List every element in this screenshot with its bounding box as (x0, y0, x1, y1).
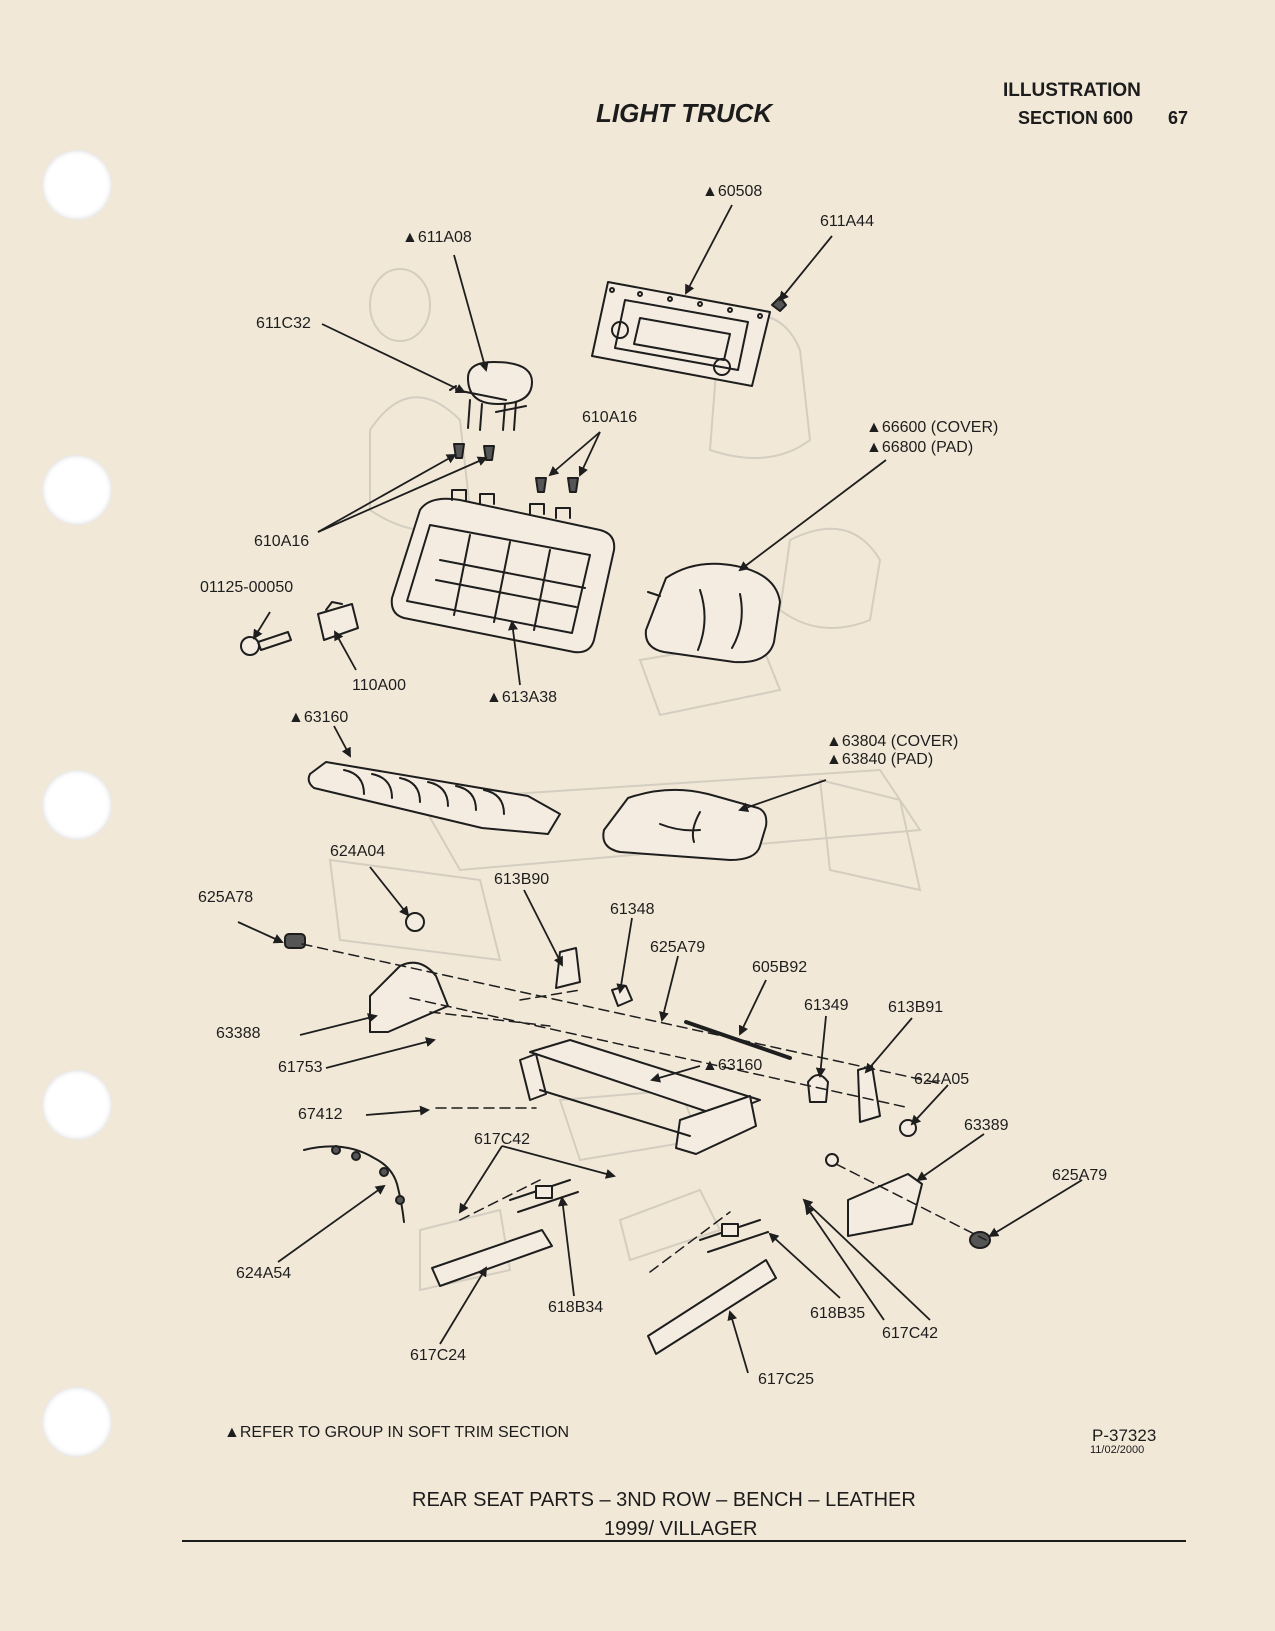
back-panel-part (591, 281, 771, 387)
hinge-613B90-part (555, 947, 581, 989)
callout-624A04: 624A04 (330, 843, 386, 860)
footer-rule (182, 1540, 1186, 1542)
back-cushion-part (644, 562, 781, 664)
callout-613B91: 613B91 (888, 999, 944, 1016)
headrest-guide-part (453, 443, 579, 493)
ghost-background (328, 268, 922, 1292)
clip-part (771, 296, 787, 312)
callout-624A54: 624A54 (236, 1265, 292, 1282)
callout-63388: 63388 (216, 1025, 261, 1042)
callout-617C25: 617C25 (758, 1371, 815, 1388)
cover-61348-part (611, 985, 633, 1007)
callout-625A78: 625A78 (198, 889, 254, 906)
callout-67412: 67412 (298, 1106, 343, 1123)
binder-hole (42, 1070, 112, 1140)
callout-63160-mid: ▲63160 (702, 1057, 763, 1074)
callout-625A79-mid: 625A79 (650, 939, 706, 956)
rail-617C24-part (431, 1229, 553, 1287)
callout-617C42-left: 617C42 (474, 1131, 531, 1148)
page-subtitle: 1999/ VILLAGER (604, 1518, 758, 1540)
side-trim-63388-part (369, 961, 449, 1033)
callout-611C32: 611C32 (256, 315, 311, 332)
callout-610A16-top: 610A16 (582, 409, 638, 426)
callout-618B34: 618B34 (548, 1299, 604, 1316)
callout-60508: ▲60508 (702, 183, 763, 200)
callout-613B90: 613B90 (494, 871, 550, 888)
callout-63840: ▲63840 (PAD) (826, 751, 934, 768)
callout-605B92: 605B92 (752, 959, 808, 976)
seat-spring-panel-part (307, 761, 561, 835)
callout-61349: 61349 (804, 997, 849, 1014)
callout-618B35: 618B35 (810, 1305, 866, 1322)
bracket-part (317, 601, 359, 641)
callout-63389: 63389 (964, 1117, 1009, 1134)
headrest-part (449, 361, 533, 431)
cap-625A78-part (284, 933, 306, 949)
callout-61348: 61348 (610, 901, 655, 918)
adjuster-618B35-part (699, 1219, 769, 1253)
callout-617C24: 617C24 (410, 1347, 467, 1364)
callout-110A00: 110A00 (352, 677, 406, 694)
soft-trim-note: ▲REFER TO GROUP IN SOFT TRIM SECTION (224, 1424, 570, 1441)
adjuster-618B34-part (509, 1179, 579, 1213)
callout-63160-top: ▲63160 (288, 709, 349, 726)
bolt-right-part (825, 1153, 839, 1167)
cap-625A79-part (969, 1231, 991, 1249)
callout-624A05: 624A05 (914, 1071, 970, 1088)
seat-back-frame-part (390, 489, 616, 654)
callout-61753: 61753 (278, 1059, 323, 1076)
binder-hole (42, 770, 112, 840)
rod-605B92-part (684, 1020, 792, 1060)
section-heading: SECTION 600 (1018, 108, 1134, 128)
revision-date: 11/02/2000 (1090, 1444, 1145, 1456)
hinge-613B91-part (857, 1065, 881, 1123)
page-number: 67 (1168, 108, 1189, 128)
binder-hole (42, 150, 112, 220)
page-category: LIGHT TRUCK (596, 98, 773, 128)
callout-617C42-right: 617C42 (882, 1325, 939, 1342)
seat-base-frame-part (519, 1039, 761, 1155)
side-trim-63389-part (847, 1173, 923, 1237)
callout-66600: ▲66600 (COVER) (866, 419, 999, 436)
callout-611A44: 611A44 (820, 213, 874, 230)
rail-617C25-part (647, 1259, 777, 1355)
bolt-part (240, 631, 292, 656)
callout-63804: ▲63804 (COVER) (826, 733, 959, 750)
callout-610A16-left: 610A16 (254, 533, 310, 550)
illustration-number: P-37323 (1092, 1426, 1157, 1445)
callout-66800: ▲66800 (PAD) (866, 439, 974, 456)
illustration-heading: ILLUSTRATION (1003, 80, 1141, 101)
callout-613A38: ▲613A38 (486, 689, 557, 706)
page-title: REAR SEAT PARTS – 3ND ROW – BENCH – LEAT… (412, 1489, 916, 1511)
binder-hole (42, 1387, 112, 1457)
binder-hole (42, 455, 112, 525)
callout-625A79-right: 625A79 (1052, 1167, 1108, 1184)
seat-cushion-part (602, 788, 768, 861)
callout-611A08: ▲611A08 (402, 229, 472, 246)
callout-01125-00050: 01125-00050 (200, 579, 294, 596)
grommet-624A04-part (405, 912, 425, 932)
